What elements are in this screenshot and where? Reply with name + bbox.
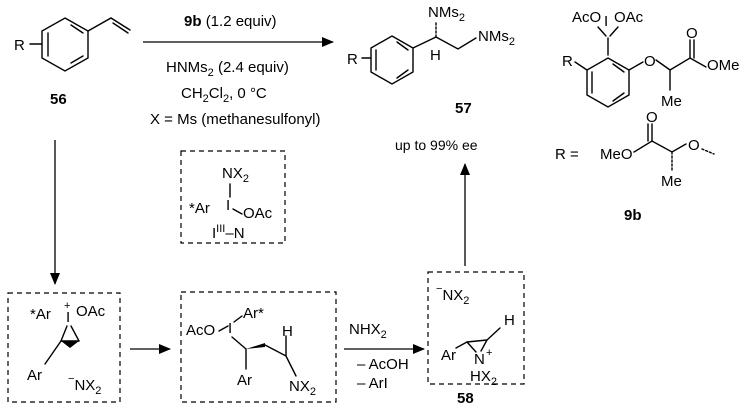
reagent-9b-carbonyl-o: O xyxy=(686,25,698,42)
iiin-oac: OAc xyxy=(243,205,273,222)
iiin-nx2: NX2 xyxy=(222,165,249,185)
iodonium-oac: OAc xyxy=(76,303,106,320)
compound-58-label: 58 xyxy=(457,390,474,407)
aziridinium-plus: + xyxy=(486,347,492,359)
iodonium-ar-star: *Ar xyxy=(30,306,51,323)
reagent-9b-label: 9b xyxy=(624,207,642,224)
iodonium-plus: + xyxy=(64,300,70,312)
adduct-h: H xyxy=(282,323,293,340)
iodonium-iodine: I xyxy=(66,309,70,326)
compound-57-nms2-side: NMs2 xyxy=(478,28,515,48)
adduct-ar: Ar xyxy=(237,372,252,389)
reagent-9b-r-definition: R = xyxy=(555,146,579,163)
reagent-9b-r-carbonyl-o: O xyxy=(646,109,658,126)
reagent-9b-aco: AcO xyxy=(572,9,601,26)
adduct-nx2: NX2 xyxy=(289,378,316,398)
iodonium-box: *Ar I + OAc Ar −NX2 xyxy=(7,292,121,403)
adduct-aco: AcO xyxy=(186,322,215,339)
iodonium-anion: −NX2 xyxy=(68,373,101,397)
compound-56-structure: R 56 xyxy=(14,17,131,108)
intermediate-iiin-box: NX2 *Ar I OAc IIII–N xyxy=(180,150,286,244)
iodonium-ar: Ar xyxy=(27,367,42,384)
reagent-9b-structure: AcO I OAc R O O OMe Me R = MeO O O Me 9b xyxy=(555,9,740,224)
aziridinium-n: N xyxy=(474,351,485,368)
compound-57-label: 57 xyxy=(455,100,472,117)
adduct-box: AcO I Ar* H Ar NX2 xyxy=(180,291,337,403)
compound-56-r: R xyxy=(14,37,25,54)
step-reagent: NHX2 xyxy=(349,321,387,341)
step-conditions: NHX2 – AcOH – ArI xyxy=(349,321,409,392)
reagent-9b-ome: OMe xyxy=(707,57,740,74)
iiin-ar: *Ar xyxy=(189,200,210,217)
aziridinium-h: H xyxy=(504,312,515,329)
step-loss-ari: – ArI xyxy=(357,375,388,392)
step-loss-acoh: – AcOH xyxy=(357,356,409,373)
reagent-9b-r-meo: MeO xyxy=(600,146,633,163)
compound-57-r: R xyxy=(347,51,358,68)
reagent-9b-me: Me xyxy=(661,93,682,110)
reagent-9b-r-oxygen: O xyxy=(688,137,700,154)
compound-56-label: 56 xyxy=(50,91,67,108)
reagent-9b-oxygen: O xyxy=(644,53,656,70)
aziridinium-anion: −NX2 xyxy=(436,283,469,307)
reagent-9b-oac: OAc xyxy=(614,9,644,26)
condition-reagent-2: HNMs2 (2.4 equiv) xyxy=(166,59,289,79)
compound-57-structure: R NMs2 NMs2 H 57 up to 99% ee xyxy=(347,4,515,153)
compound-57-ee: up to 99% ee xyxy=(395,137,478,153)
condition-solvent: CH2Cl2, 0 °C xyxy=(181,85,267,105)
condition-definition: X = Ms (methanesulfonyl) xyxy=(150,111,321,128)
aziridinium-ar: Ar xyxy=(441,347,456,364)
adduct-ar-star: Ar* xyxy=(243,305,264,322)
reagent-9b-r: R xyxy=(562,53,573,70)
reagent-9b-iodine: I xyxy=(604,13,608,30)
aziridinium-box: −NX2 H Ar N + HX2 xyxy=(427,271,525,388)
reagent-9b-r-me: Me xyxy=(661,173,682,190)
compound-57-h: H xyxy=(430,47,441,64)
iiin-iodine: I xyxy=(226,197,230,214)
iiin-label: IIII–N xyxy=(212,223,245,242)
reaction-conditions: 9b (1.2 equiv) HNMs2 (2.4 equiv) CH2Cl2,… xyxy=(150,13,321,128)
adduct-iodine: I xyxy=(228,320,232,337)
condition-reagent-1: 9b (1.2 equiv) xyxy=(184,13,277,30)
compound-57-nms2-top: NMs2 xyxy=(428,4,465,24)
aziridinium-hx2: HX2 xyxy=(470,368,497,388)
